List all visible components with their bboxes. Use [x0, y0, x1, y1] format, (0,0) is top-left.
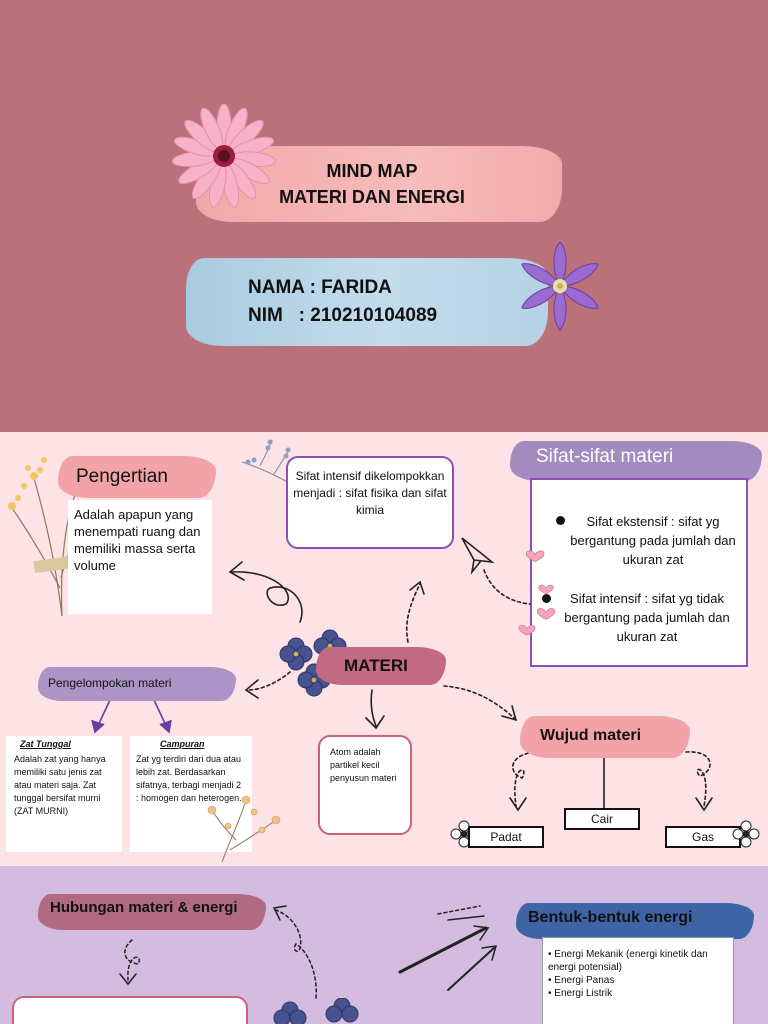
- bullet-icon: [556, 516, 565, 525]
- energi-connector-arrows-icon: [119, 905, 498, 999]
- mind-map-title: MIND MAP MATERI DAN ENERGI: [196, 158, 548, 210]
- title-slide: MIND MAP MATERI DAN ENERGI: [0, 0, 768, 432]
- bentuk-energi-card: [542, 937, 734, 1024]
- pengertian-title: Pengertian: [76, 466, 168, 487]
- sifat-materi-brush-banner: [510, 441, 762, 481]
- bentuk-energi-brush-banner: [516, 903, 754, 939]
- sifat-materi-card: [530, 478, 748, 667]
- bentuk-energi-list: • Energi Mekanik (energi kinetik dan ene…: [548, 948, 730, 1000]
- hearts-decoration-icon: [518, 550, 556, 636]
- wujud-materi-title: Wujud materi: [540, 727, 642, 744]
- pengelompokan-title: Pengelompokan materi: [48, 676, 172, 690]
- lavender-sprig-icon: [241, 439, 311, 497]
- campuran-card: [130, 736, 252, 852]
- yellow-flowers-icon: [207, 795, 281, 863]
- zat-tunggal-title: Zat Tunggal: [20, 739, 71, 749]
- hubungan-note-box: [12, 996, 248, 1024]
- campuran-title: Campuran: [160, 739, 205, 749]
- pengertian-text: Adalah apapun yang menempati ruang dan m…: [74, 507, 201, 573]
- zat-tunggal-text: Adalah zat yang hanya memiliki satu jeni…: [14, 754, 106, 816]
- title-line-1: MIND MAP: [326, 161, 418, 181]
- atom-note-box: [318, 735, 412, 835]
- pengertian-brush-banner: [58, 456, 216, 498]
- pengelompokan-brush-banner: [38, 667, 236, 701]
- bentuk-energi-item: • Energi Panas: [548, 975, 615, 986]
- sifat-ekstensif-item: Sifat ekstensif : sifat yg bergantung pa…: [570, 514, 736, 567]
- sifat-intensif-item: Sifat intensif : sifat yg tidak bergantu…: [564, 591, 730, 644]
- hubungan-materi-energi-title: Hubungan materi & energi: [50, 899, 238, 916]
- flower-outline-icon: [732, 820, 760, 848]
- wujud-cair: Cair: [564, 808, 640, 830]
- title-line-2: MATERI DAN ENERGI: [279, 187, 465, 207]
- student-name: NAMA : FARIDA: [248, 277, 392, 298]
- bullet-icon: [542, 594, 551, 603]
- bentuk-energi-title: Bentuk-bentuk energi: [528, 909, 693, 926]
- zat-tunggal-card: [6, 736, 122, 852]
- campuran-text: Zat yg terdiri dari dua atau lebih zat. …: [136, 754, 242, 803]
- sifat-materi-title: Sifat-sifat materi: [536, 446, 674, 467]
- materi-central-node: MATERI: [344, 656, 408, 675]
- student-nim: NIM : 210210104089: [248, 305, 438, 326]
- materi-brush-banner: [316, 647, 446, 685]
- purple-flower-icon: [521, 241, 599, 331]
- wujud-padat: Padat: [468, 826, 544, 848]
- bentuk-energi-item: • Energi Mekanik (energi kinetik dan ene…: [548, 949, 708, 973]
- name-brush-banner: [186, 258, 548, 346]
- connector-arrows-icon: [91, 537, 713, 813]
- wujud-gas: Gas: [665, 826, 741, 848]
- atom-note: Atom adalah partikel kecil penyusun mate…: [330, 747, 397, 783]
- pink-flower-icon: [171, 103, 277, 208]
- wujud-materi-brush-banner: [520, 716, 690, 758]
- hubungan-brush-banner: [38, 894, 266, 930]
- sifat-intensif-note-box: [286, 456, 454, 549]
- student-info: NAMA : FARIDA NIM : 210210104089: [248, 274, 437, 330]
- sifat-intensif-note: Sifat intensif dikelompokkan menjadi : s…: [293, 469, 447, 517]
- bentuk-energi-item: • Energi Listrik: [548, 988, 613, 999]
- pengertian-card: [68, 500, 212, 614]
- blue-flowers-icon: [273, 998, 359, 1024]
